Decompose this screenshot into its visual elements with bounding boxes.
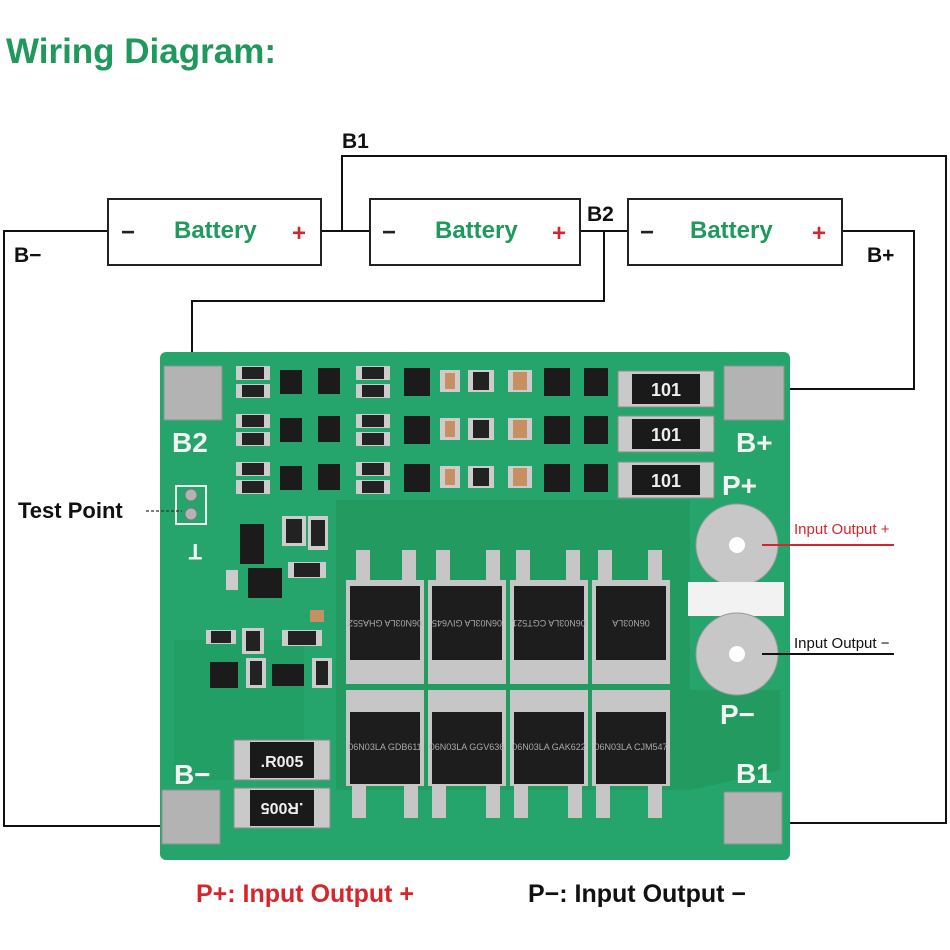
silk-pplus: P+	[722, 470, 757, 501]
mosfet-top-3-label: 06N03LA CGT521	[512, 618, 586, 628]
battery-1-positive: +	[292, 220, 306, 247]
silk-bplus: B+	[736, 427, 773, 458]
mosfet-bottom-1: 06N03LA GDB611	[346, 690, 424, 818]
mosfet-top-4-label: 06N03LA	[612, 618, 650, 628]
battery-3: − Battery +	[627, 198, 843, 266]
diagram-title: Wiring Diagram:	[6, 32, 276, 71]
white-label-area	[688, 582, 784, 616]
input-output-minus-label: Input Output −	[794, 635, 890, 652]
shunt-1-label: .R005	[261, 754, 304, 771]
silk-test-t: T	[188, 539, 202, 564]
mosfet-bottom-2-label: 06N03LA GGV636	[430, 742, 505, 752]
mosfet-bottom-4-label: 06N03LA CJM547	[594, 742, 667, 752]
shunt-resistor-2: .R005	[233, 787, 331, 829]
battery-1: − Battery +	[107, 198, 322, 266]
battery-3-label: Battery	[690, 217, 773, 244]
label-b-minus: B−	[14, 244, 41, 267]
mosfet-top-2-label: 06N03LA GIV645	[432, 618, 502, 628]
silk-b1: B1	[736, 758, 772, 789]
resistor-101-1: 101	[617, 370, 715, 408]
wire-b1	[341, 155, 947, 824]
battery-1-negative: −	[121, 219, 135, 246]
mosfet-top-3: 06N03LA CGT521	[510, 550, 588, 684]
bms-board: B2 B+ P+ P− B1 B− 101 101 101	[160, 352, 790, 860]
battery-3-positive: +	[812, 220, 826, 247]
battery-2-label: Battery	[435, 217, 518, 244]
wire-b-minus	[3, 230, 186, 827]
battery-2-positive: +	[552, 220, 566, 247]
silk-bminus: B−	[174, 759, 211, 790]
label-b2: B2	[587, 203, 614, 226]
test-point-pads: T	[175, 485, 207, 564]
mosfet-bottom-4: 06N03LA CJM547	[592, 690, 670, 818]
pad-bminus	[161, 789, 221, 845]
resistor-101-2: 101	[617, 415, 715, 453]
pad-b2	[163, 365, 223, 421]
resistor-101-3: 101	[617, 461, 715, 499]
mosfet-top-1-label: 06N03LA GHA552	[348, 618, 422, 628]
shunt-2-label: .R005	[261, 799, 304, 816]
label-b-plus: B+	[867, 244, 894, 267]
resistor-101-3-label: 101	[651, 471, 681, 491]
battery-1-label: Battery	[174, 217, 257, 244]
battery-2: − Battery +	[369, 198, 581, 266]
battery-3-negative: −	[640, 219, 654, 246]
shunt-resistor-1: .R005	[233, 739, 331, 781]
mosfet-top-1: 06N03LA GHA552	[346, 550, 424, 684]
mosfet-bottom-3: 06N03LA GAK622	[510, 690, 588, 818]
wire-b2-drop	[191, 231, 605, 392]
resistor-101-2-label: 101	[651, 425, 681, 445]
label-b1: B1	[342, 130, 369, 153]
mosfet-top-2: 06N03LA GIV645	[428, 550, 506, 684]
mosfets-bottom: 06N03LA GDB611 06N03LA GGV636 06N03LA GA…	[346, 690, 670, 818]
mosfet-top-4: 06N03LA	[592, 550, 670, 684]
resistor-101-1-label: 101	[651, 380, 681, 400]
battery-2-negative: −	[382, 219, 396, 246]
mosfet-bottom-3-label: 06N03LA GAK622	[512, 742, 586, 752]
smd-rows	[236, 366, 608, 494]
mosfets-top: 06N03LA GHA552 06N03LA GIV645 06N03LA CG…	[346, 550, 670, 684]
mosfet-bottom-2: 06N03LA GGV636	[428, 690, 506, 818]
caption-p-plus: P+: Input Output +	[196, 880, 415, 908]
wire-b-plus	[780, 230, 915, 390]
misc-smd-left	[206, 516, 332, 688]
pad-b1	[723, 791, 783, 845]
test-point-label: Test Point	[18, 498, 123, 523]
pad-bplus	[723, 365, 785, 421]
silk-pminus: P−	[720, 699, 755, 730]
silk-b2: B2	[172, 427, 208, 458]
input-output-plus-label: Input Output +	[794, 521, 890, 538]
mosfet-bottom-1-label: 06N03LA GDB611	[348, 742, 421, 752]
caption-p-minus: P−: Input Output −	[528, 880, 747, 908]
annotations: Test Point Input Output + Input Output −	[18, 498, 894, 655]
wires	[3, 155, 947, 827]
